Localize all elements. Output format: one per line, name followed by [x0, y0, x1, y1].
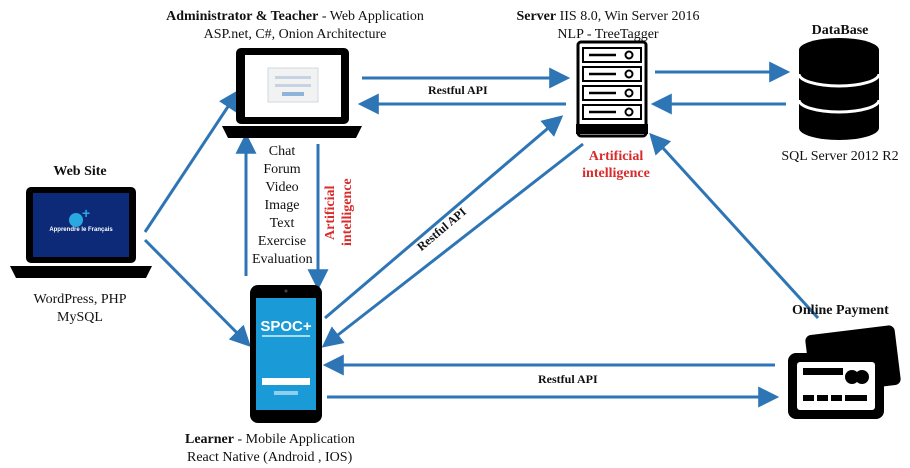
- arrow-server-to-learner-lower: [321, 142, 584, 348]
- website-tech-line2: MySQL: [57, 310, 103, 325]
- server-nlp: NLP - TreeTagger: [557, 27, 659, 42]
- server-ai-line1: Artificial: [588, 149, 644, 164]
- database-tech: SQL Server 2012 R2: [781, 149, 899, 164]
- laptop-icon: [222, 48, 362, 138]
- website-title: Web Site: [53, 164, 107, 179]
- link-label-learner-payment: Restful API: [538, 372, 598, 386]
- smartphone-icon: [250, 285, 322, 423]
- database-title: DataBase: [811, 23, 869, 38]
- feature-item: Text: [269, 216, 295, 231]
- credit-card-icon: [788, 325, 901, 419]
- feature-list: Chat Forum Video Image Text Exercise Eva…: [252, 143, 313, 269]
- connector-arrows: [143, 61, 820, 408]
- learner-heading: Learner - Mobile Application: [185, 431, 405, 448]
- learner-subtitle: - Mobile Application: [233, 432, 355, 447]
- server-ai-line2: intelligence: [582, 166, 650, 181]
- feature-item: Exercise: [257, 234, 307, 249]
- link-label-admin-server: Restful API: [428, 83, 488, 97]
- admin-tech: ASP.net, C#, Onion Architecture: [203, 27, 387, 42]
- website-screen-text: Apprendre le Français: [49, 227, 113, 233]
- ai-vertical-label: Artificial intelligence: [323, 178, 355, 247]
- admin-heading: Administrator & Teacher - Web Applicatio…: [150, 8, 440, 25]
- arrow-website-to-admin: [143, 89, 240, 233]
- website-tech-line1: WordPress, PHP: [33, 292, 127, 307]
- svg-text:+: +: [82, 205, 90, 221]
- arrow-website-to-learner: [143, 238, 251, 347]
- laptop-icon: +: [10, 187, 152, 278]
- payment-title: Online Payment: [792, 303, 889, 318]
- admin-subtitle: - Web Application: [318, 9, 424, 24]
- feature-item: Chat: [268, 144, 296, 159]
- server-heading: Server IIS 8.0, Win Server 2016: [488, 8, 728, 25]
- arrow-payment-to-server: [649, 132, 820, 320]
- database-icon: [797, 38, 881, 140]
- learner-screen-logo: SPOC+: [260, 318, 312, 335]
- server-title: Server: [516, 9, 557, 24]
- arrow-learner-to-server-upper: [324, 115, 564, 320]
- feature-item: Video: [265, 180, 299, 195]
- server-icon: [576, 40, 648, 138]
- server-subtitle: IIS 8.0, Win Server 2016: [556, 9, 700, 24]
- admin-title: Administrator & Teacher: [166, 9, 319, 24]
- feature-item: Forum: [263, 162, 301, 177]
- feature-item: Image: [264, 198, 300, 213]
- feature-item: Evaluation: [252, 252, 313, 267]
- learner-tech: React Native (Android , IOS): [187, 450, 353, 465]
- learner-title: Learner: [185, 432, 234, 447]
